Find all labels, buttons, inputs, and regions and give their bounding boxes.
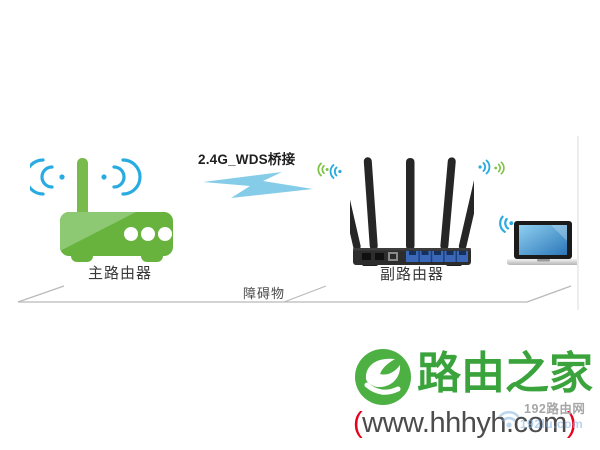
url-close-paren: ) — [566, 407, 577, 439]
secondary-router-icon — [350, 157, 474, 266]
wifi-signal-icon — [494, 161, 505, 175]
laptop-icon — [507, 221, 579, 265]
wifi-signal-icon — [499, 215, 514, 233]
site-url: (www.hhhyh.com) — [353, 404, 577, 442]
router-body — [60, 212, 173, 262]
watermark-url: 192lu.com — [520, 417, 584, 431]
wifi-waves-icon — [30, 158, 142, 196]
watermark-text: 192路由网 — [524, 402, 586, 416]
wifi-signal-icon — [317, 162, 329, 177]
lan-ports — [406, 251, 468, 262]
obstacle-label: 障碍物 — [243, 286, 286, 301]
url-open-paren: ( — [353, 407, 363, 439]
url-text: www.hhhyh.com — [362, 407, 567, 439]
site-name: 路由之家 — [417, 349, 593, 398]
main-router-icon — [30, 158, 173, 262]
main-router-label: 主路由器 — [87, 265, 152, 282]
obstacle-floor-lines — [17, 285, 572, 303]
router-antennas — [350, 157, 474, 251]
lightning-bolt-icon — [203, 172, 313, 198]
diagram-edge-line — [577, 136, 579, 310]
secondary-router-label: 副路由器 — [379, 266, 444, 283]
wifi-signal-icon — [478, 159, 491, 175]
bridge-label: 2.4G_WDS桥接 — [198, 152, 296, 167]
wifi-signal-icon — [329, 164, 342, 179]
watermark-wifi-icon — [498, 410, 520, 428]
router-antenna — [77, 158, 88, 218]
router-body — [353, 248, 471, 266]
site-logo-icon — [355, 349, 411, 405]
